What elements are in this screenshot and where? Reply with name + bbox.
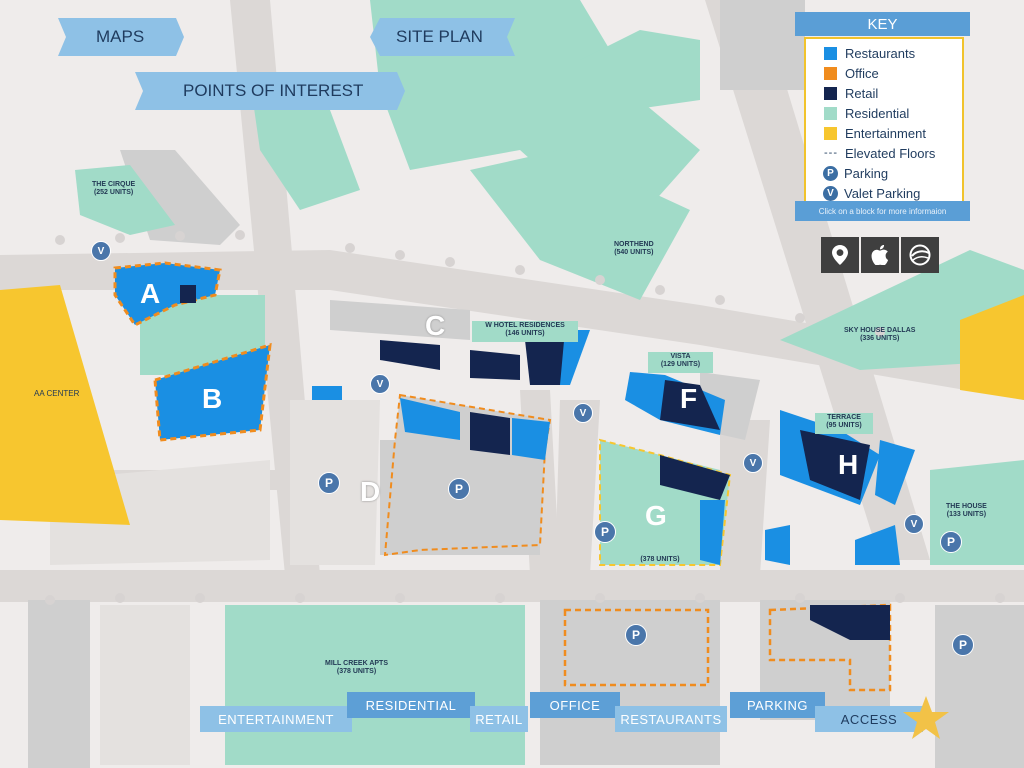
- key-label-elevated: Elevated Floors: [845, 145, 936, 161]
- entertainment-swatch: [824, 126, 837, 140]
- nav-access-label: ACCESS: [840, 711, 898, 727]
- key-item-office: Office: [806, 63, 962, 83]
- key-hint-ribbon: Click on a block for more informaion: [795, 201, 970, 221]
- block-d-letter[interactable]: D: [360, 476, 381, 507]
- block-h-letter[interactable]: H: [838, 449, 859, 480]
- key-label-entertainment: Entertainment: [845, 125, 926, 141]
- google-earth-icon[interactable]: [901, 237, 939, 273]
- g-units-label: (378 UNITS): [620, 556, 700, 564]
- key-item-valet: V Valet Parking: [806, 183, 962, 203]
- block-f-letter[interactable]: F: [680, 383, 698, 414]
- site-plan-label: SITE PLAN: [396, 27, 483, 46]
- star-icon: [903, 696, 949, 739]
- the-house-label: THE HOUSE (133 UNITS): [946, 503, 987, 518]
- w-hotel-label: W HOTEL RESIDENCES (146 UNITS): [472, 321, 578, 342]
- nav-entertainment-label: ENTERTAINMENT: [218, 711, 334, 727]
- parking-icon[interactable]: P: [318, 472, 340, 494]
- nav-entertainment[interactable]: ENTERTAINMENT: [200, 706, 352, 732]
- parking-icon[interactable]: P: [625, 624, 647, 646]
- restaurants-swatch: [824, 46, 837, 60]
- parking-icon: P: [823, 165, 838, 181]
- valet-icon[interactable]: V: [91, 241, 111, 261]
- key-item-entertainment: Entertainment: [806, 123, 962, 143]
- nav-office[interactable]: OFFICE: [530, 692, 620, 718]
- maps-label: MAPS: [96, 27, 145, 46]
- vista-label: VISTA (129 UNITS): [648, 352, 713, 373]
- key-legend: Restaurants Office Retail Residential En…: [804, 37, 964, 203]
- key-label-parking: Parking: [844, 165, 889, 181]
- parking-icon[interactable]: P: [952, 634, 974, 656]
- key-item-residential: Residential: [806, 103, 962, 123]
- key-label-restaurants: Restaurants: [845, 45, 916, 61]
- valet-icon[interactable]: V: [573, 403, 593, 423]
- key-title: KEY: [867, 15, 898, 33]
- maps-ribbon-shape: [58, 18, 184, 56]
- terrace-label: TERRACE (95 UNITS): [815, 413, 873, 434]
- valet-icon[interactable]: V: [904, 514, 924, 534]
- key-title-ribbon: KEY: [795, 12, 970, 36]
- nav-retail-label: RETAIL: [475, 711, 523, 727]
- valet-icon: V: [823, 185, 838, 201]
- key-label-residential: Residential: [845, 105, 910, 121]
- site-plan-ribbon-shape: [370, 18, 515, 56]
- key-item-parking: P Parking: [806, 163, 962, 183]
- parking-icon[interactable]: P: [940, 531, 962, 553]
- parking-icon[interactable]: P: [448, 478, 470, 500]
- key-label-office: Office: [845, 65, 879, 81]
- mill-creek-label: MILL CREEK APTS (378 UNITS): [325, 660, 389, 675]
- nav-office-label: OFFICE: [549, 697, 601, 713]
- key-hint: Click on a block for more informaion: [818, 206, 947, 216]
- poi-label: POINTS OF INTEREST: [183, 81, 364, 100]
- residential-swatch: [824, 106, 837, 120]
- nav-parking-label: PARKING: [746, 697, 809, 713]
- valet-icon[interactable]: V: [370, 374, 390, 394]
- retail-swatch: [824, 86, 837, 100]
- key-item-restaurants: Restaurants: [806, 43, 962, 63]
- office-swatch: [824, 66, 837, 80]
- nav-parking[interactable]: PARKING: [730, 692, 825, 718]
- nav-retail[interactable]: RETAIL: [470, 706, 528, 732]
- cirque-label: THE CIRQUE (252 UNITS): [92, 181, 136, 196]
- key-item-elevated: --- Elevated Floors: [806, 143, 962, 163]
- maps-ribbon[interactable]: MAPS: [58, 18, 184, 56]
- key-label-valet: Valet Parking: [844, 185, 921, 201]
- block-g-letter[interactable]: G: [645, 500, 667, 531]
- poi-ribbon-shape: [135, 72, 405, 110]
- block-b-letter[interactable]: B: [202, 383, 223, 414]
- northend-label: NORTHEND (540 UNITS): [614, 241, 654, 256]
- apple-icon[interactable]: [861, 237, 899, 273]
- map-pin-icon[interactable]: [821, 237, 859, 273]
- nav-residential-label: RESIDENTIAL: [365, 697, 457, 713]
- nav-access[interactable]: ACCESS: [815, 706, 923, 732]
- key-label-retail: Retail: [845, 85, 879, 101]
- sky-house-label: SKY HOUSE DALLAS (336 UNITS): [844, 327, 916, 342]
- valet-icon[interactable]: V: [743, 453, 763, 473]
- nav-residential[interactable]: RESIDENTIAL: [347, 692, 475, 718]
- nav-restaurants-label: RESTAURANTS: [620, 711, 722, 727]
- key-item-retail: Retail: [806, 83, 962, 103]
- block-c-letter[interactable]: C: [425, 310, 446, 341]
- poi-ribbon[interactable]: POINTS OF INTEREST: [135, 72, 405, 110]
- aa-center-label: AA CENTER: [34, 389, 80, 398]
- elevated-dash-symbol: ---: [824, 147, 838, 159]
- parking-icon[interactable]: P: [594, 521, 616, 543]
- block-a-letter[interactable]: A: [140, 278, 161, 309]
- site-plan-ribbon[interactable]: SITE PLAN: [370, 18, 515, 56]
- nav-restaurants[interactable]: RESTAURANTS: [615, 706, 727, 732]
